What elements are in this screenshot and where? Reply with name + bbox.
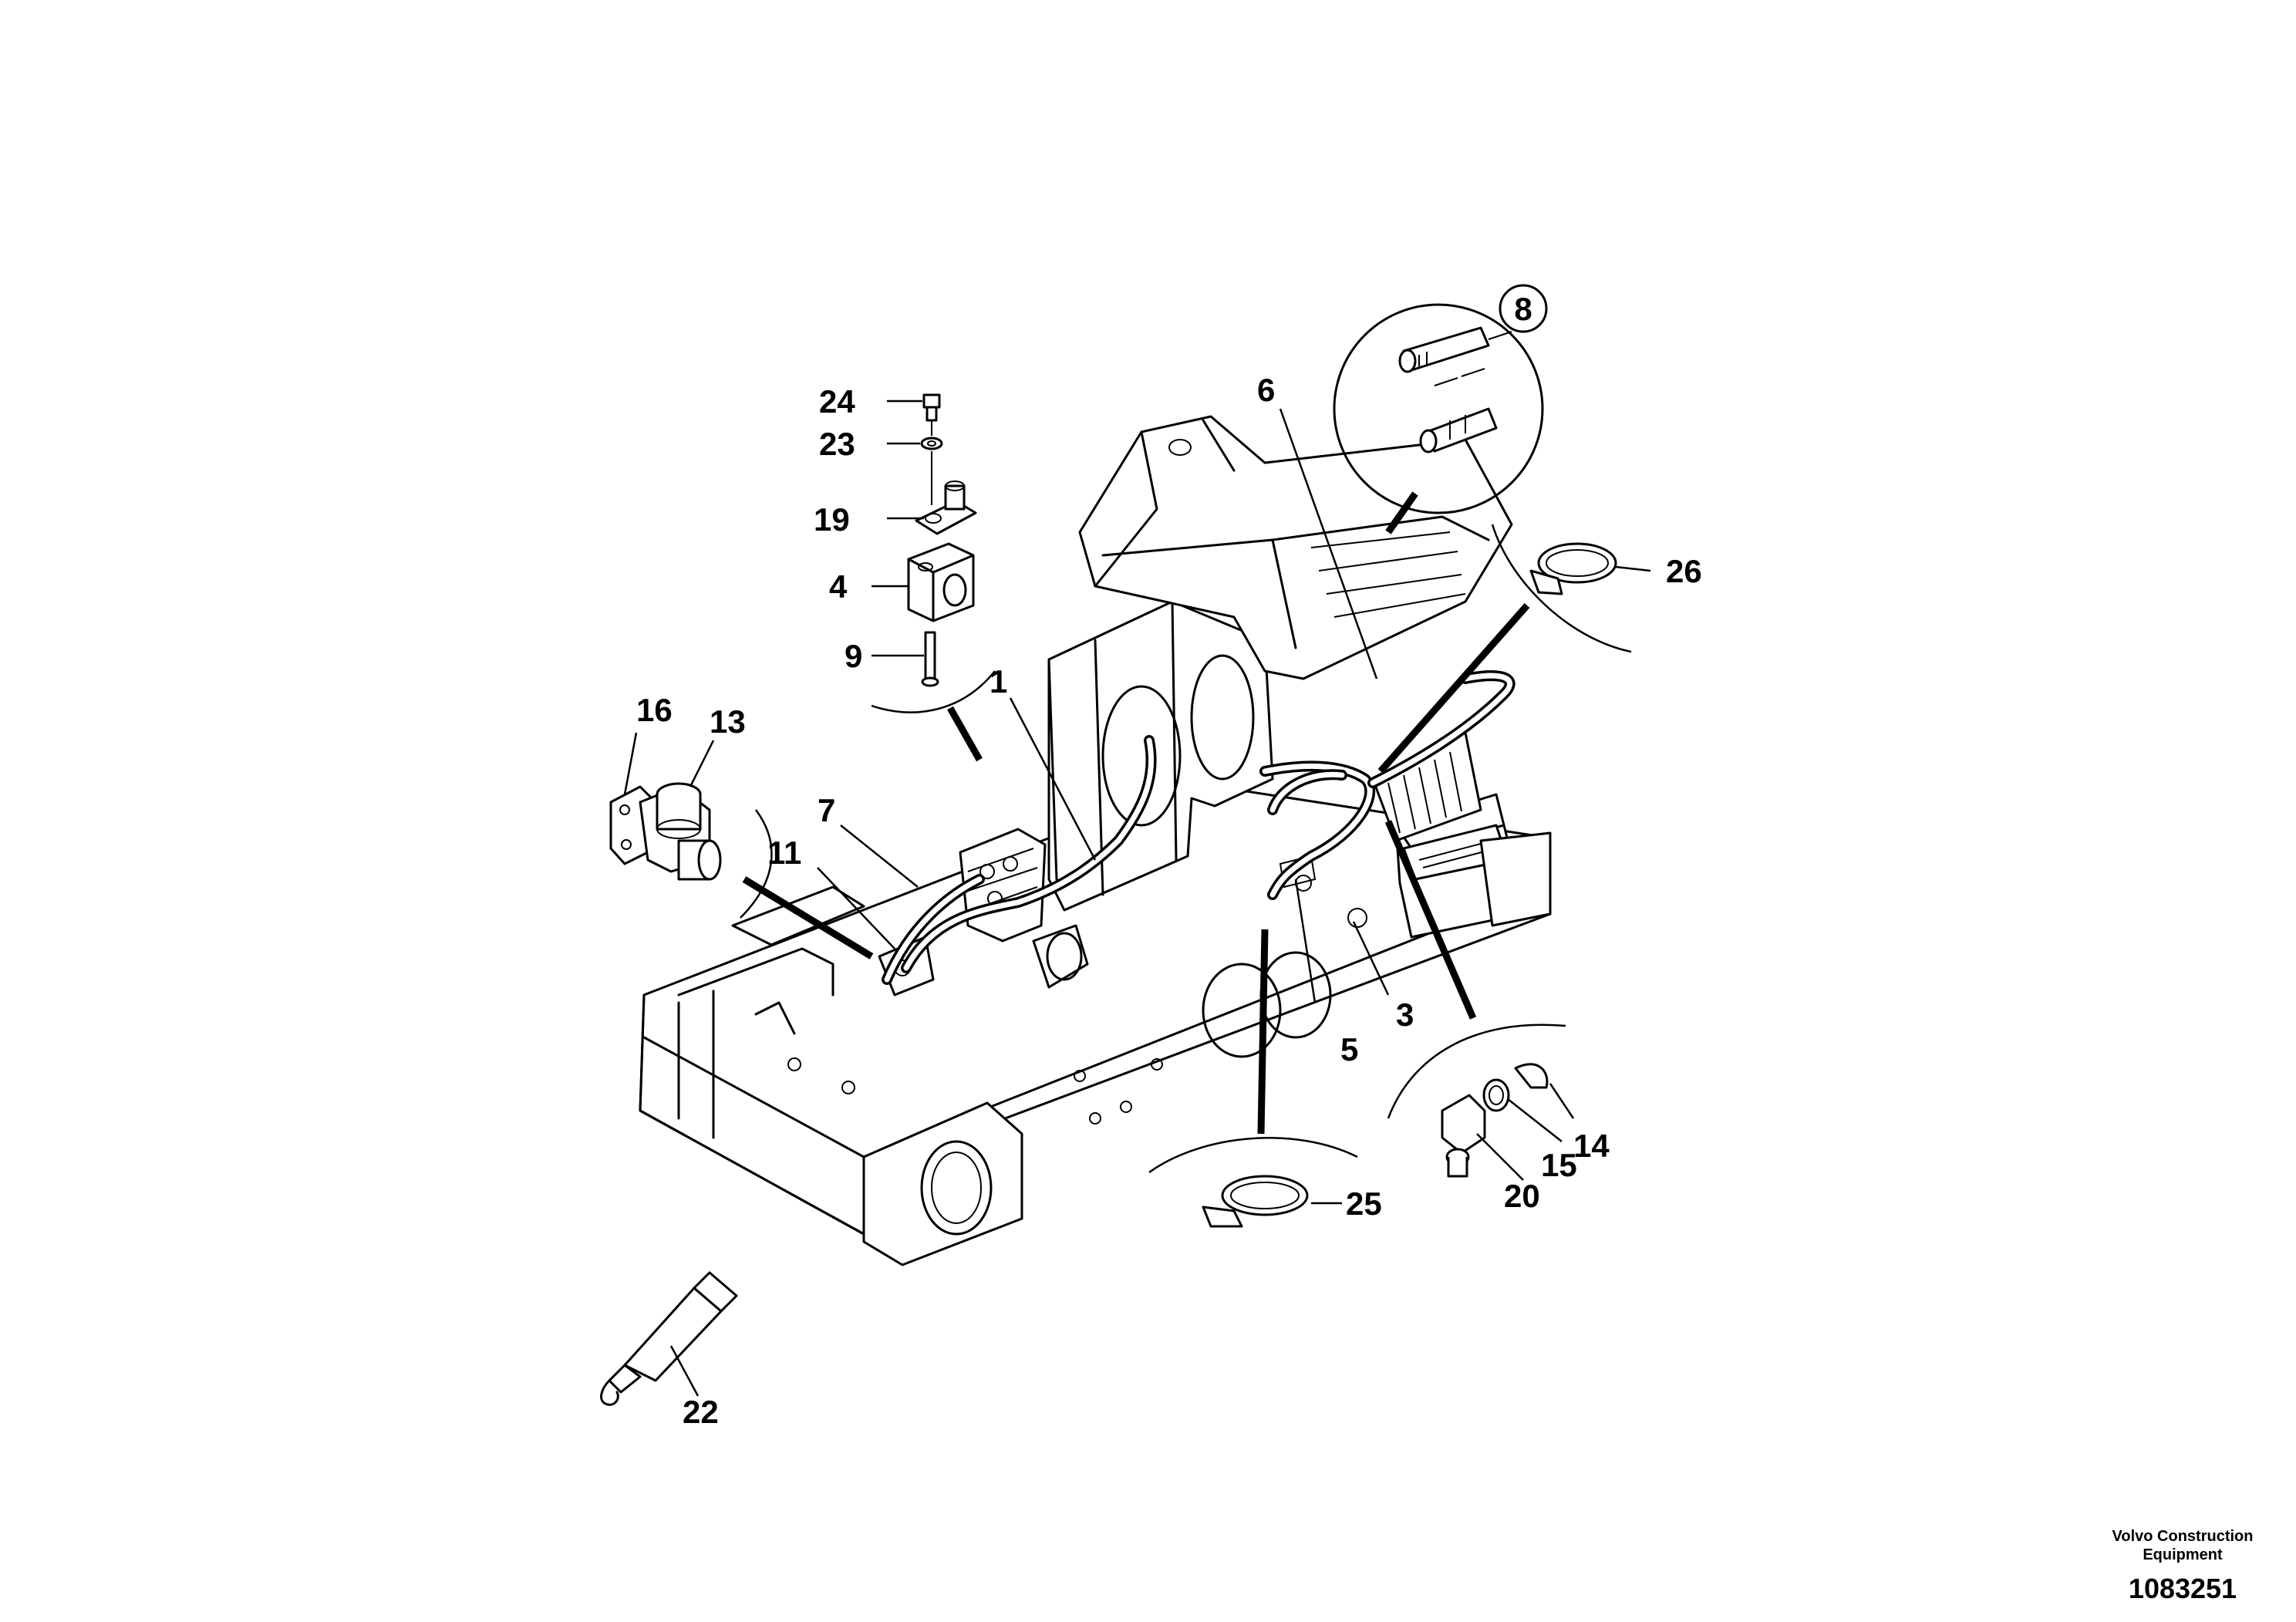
brand-line-1: Volvo Construction — [2112, 1528, 2254, 1545]
callout-labels: 1 3 4 5 6 7 9 11 13 14 15 16 19 20 22 23… — [636, 284, 1702, 1430]
leader-lines — [623, 400, 1651, 1397]
elbow-fitting-detail — [1384, 820, 1566, 1178]
callout-8-circle — [1499, 284, 1548, 333]
clamp-block-detail — [871, 393, 996, 762]
callout-20: 20 — [1504, 1178, 1540, 1214]
callout-22: 22 — [683, 1394, 719, 1430]
callout-25: 25 — [1346, 1185, 1382, 1222]
brand-line-2: Equipment — [2143, 1546, 2223, 1563]
fitting-detail-8 — [1333, 303, 1544, 534]
hose-clamp-detail-26 — [1377, 524, 1632, 774]
callout-24: 24 — [819, 383, 855, 420]
sealant-tube-detail — [600, 1271, 738, 1406]
drawing-number: 1083251 — [2128, 1573, 2237, 1604]
hose-clamp-detail-25 — [1148, 929, 1358, 1228]
callout-26: 26 — [1666, 553, 1702, 589]
callout-8: 8 — [1514, 291, 1532, 327]
machine-frame — [639, 415, 1552, 1266]
callout-5: 5 — [1340, 1031, 1358, 1067]
callout-1: 1 — [990, 663, 1007, 700]
callout-23: 23 — [819, 426, 855, 462]
callout-9: 9 — [845, 638, 862, 674]
bracket-fitting-detail — [609, 782, 874, 959]
brand-caption: Volvo Construction Equipment — [2082, 1527, 2283, 1564]
callout-16: 16 — [636, 692, 673, 728]
callout-3: 3 — [1396, 996, 1414, 1033]
callout-7: 7 — [818, 792, 835, 828]
callout-19: 19 — [814, 501, 850, 538]
callout-15: 15 — [1541, 1147, 1577, 1183]
callout-14: 14 — [1573, 1128, 1610, 1164]
callout-13: 13 — [710, 703, 746, 740]
callout-4: 4 — [829, 568, 848, 605]
callout-11: 11 — [767, 835, 801, 871]
fuel-hoses — [882, 670, 1515, 985]
callout-6: 6 — [1257, 372, 1275, 408]
